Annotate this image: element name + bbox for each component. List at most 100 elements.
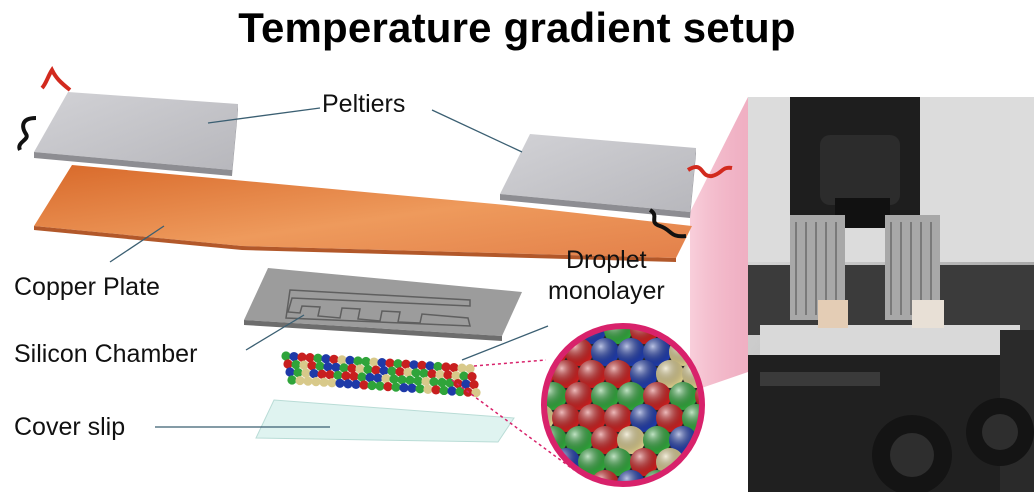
droplet-sphere: [591, 470, 619, 482]
droplet-sphere: [695, 470, 700, 482]
label-droplet-line1: Droplet: [566, 246, 647, 274]
droplet: [359, 380, 369, 390]
droplet: [407, 383, 417, 393]
droplet-sphere: [643, 338, 671, 366]
label-copper-plate: Copper Plate: [14, 273, 160, 301]
droplet: [423, 384, 433, 394]
droplet-strip: [281, 351, 481, 398]
copper-plate: [34, 165, 692, 258]
peltier-left: [17, 66, 238, 176]
droplet: [385, 358, 395, 368]
droplet: [333, 370, 343, 380]
droplet: [455, 386, 465, 397]
leader-chamber: [245, 314, 305, 351]
droplet: [293, 367, 303, 378]
droplet: [403, 367, 413, 377]
droplet: [381, 374, 391, 384]
droplet: [469, 380, 479, 390]
droplet: [297, 352, 307, 362]
droplet-sphere: [617, 470, 645, 482]
droplet: [377, 358, 387, 368]
droplet: [309, 369, 319, 379]
droplet: [331, 362, 341, 372]
droplet: [285, 367, 295, 377]
droplet: [427, 369, 437, 379]
magnifier-guide-top: [473, 359, 547, 367]
droplet: [419, 368, 429, 378]
droplet: [409, 360, 419, 370]
droplet: [299, 360, 309, 370]
droplet-sphere: [552, 404, 580, 432]
droplet: [447, 386, 457, 396]
droplet: [361, 356, 371, 367]
droplet-sphere: [682, 404, 700, 432]
droplet: [435, 369, 445, 380]
label-cover-slip: Cover slip: [14, 413, 126, 441]
droplet: [289, 351, 299, 362]
droplet: [327, 378, 337, 388]
projection-beam: [690, 97, 748, 392]
droplet-sphere: [604, 360, 632, 388]
droplet: [287, 375, 297, 385]
droplet-sphere: [617, 426, 645, 454]
droplet-magnified-view: [541, 323, 749, 492]
droplet: [439, 385, 449, 396]
droplet: [341, 371, 351, 381]
droplet: [301, 368, 311, 378]
droplet: [415, 384, 425, 394]
droplet: [349, 371, 359, 381]
droplet: [281, 351, 291, 361]
droplet: [405, 375, 415, 385]
droplet: [357, 372, 367, 382]
droplet: [467, 372, 477, 382]
droplet: [383, 382, 393, 392]
droplet-sphere: [630, 404, 658, 432]
droplet: [395, 367, 405, 377]
droplet-sphere: [546, 470, 567, 482]
droplet-sphere: [708, 404, 736, 432]
droplet-sphere: [721, 470, 749, 492]
droplet: [295, 375, 305, 386]
droplet-sphere: [669, 382, 697, 410]
droplet-sphere: [617, 338, 645, 366]
microscope-photo: [748, 97, 1034, 492]
droplet-sphere: [578, 448, 606, 476]
droplet-sphere: [565, 426, 593, 454]
droplet: [343, 379, 353, 389]
droplet: [325, 370, 335, 380]
droplet: [389, 374, 399, 384]
droplet: [431, 385, 441, 395]
droplet: [459, 371, 469, 381]
droplet: [303, 376, 313, 386]
leader-copper: [109, 225, 165, 263]
droplet: [283, 359, 293, 369]
droplet: [449, 362, 459, 373]
droplet: [321, 354, 331, 364]
droplet: [451, 370, 461, 381]
droplet: [355, 364, 365, 374]
magnifier-ring: [541, 323, 705, 487]
droplet: [375, 381, 385, 391]
label-droplet-line2: monolayer: [548, 277, 665, 305]
droplet: [319, 377, 329, 387]
droplet-sphere: [643, 382, 671, 410]
droplet: [391, 382, 401, 392]
droplet: [417, 360, 427, 370]
droplet-sphere: [591, 382, 619, 410]
droplet: [335, 378, 345, 388]
droplet: [363, 364, 373, 375]
droplet: [441, 362, 451, 372]
droplet: [437, 377, 447, 388]
droplet: [305, 353, 315, 363]
droplet-sphere: [604, 328, 632, 344]
droplet-sphere: [656, 360, 684, 388]
droplet-sphere: [708, 448, 736, 476]
droplet: [379, 366, 389, 376]
droplet: [291, 359, 301, 370]
droplet: [329, 354, 339, 364]
diagram-title: Temperature gradient setup: [238, 4, 796, 51]
label-peltiers: Peltiers: [322, 90, 406, 118]
droplet: [411, 368, 421, 378]
droplet-sphere: [552, 360, 580, 388]
